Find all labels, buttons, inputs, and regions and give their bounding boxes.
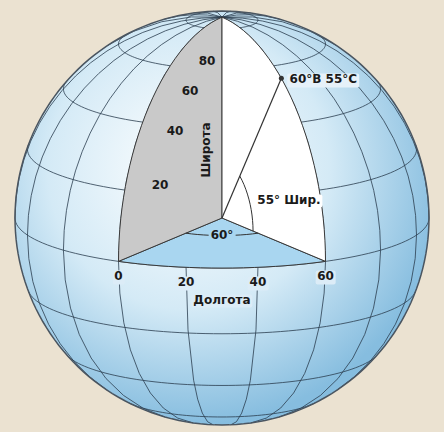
axis-title: Широта <box>200 120 213 179</box>
coordinate-label: 60°В 55°С <box>288 74 360 87</box>
latitude-tick: 40 <box>165 125 186 138</box>
longitude-tick: 0 <box>112 271 124 284</box>
axis-title: Долгота <box>191 294 252 307</box>
angle-arc <box>240 176 253 231</box>
point-marker <box>279 76 284 81</box>
meridian-plane <box>222 17 326 261</box>
latitude-tick: 80 <box>197 55 218 68</box>
latitude-tick: 60 <box>180 85 201 98</box>
angle-label: 60° <box>209 229 236 242</box>
globe-outline <box>15 11 429 425</box>
longitude-tick: 20 <box>176 277 197 290</box>
angle-label: 55° Шир. <box>255 194 322 207</box>
longitude-tick: 60 <box>315 271 336 284</box>
graticule <box>15 11 429 425</box>
globe-surface <box>15 11 429 425</box>
longitude-tick: 40 <box>248 277 269 290</box>
latitude-tick: 20 <box>150 179 171 192</box>
prime-meridian-plane <box>119 17 223 261</box>
